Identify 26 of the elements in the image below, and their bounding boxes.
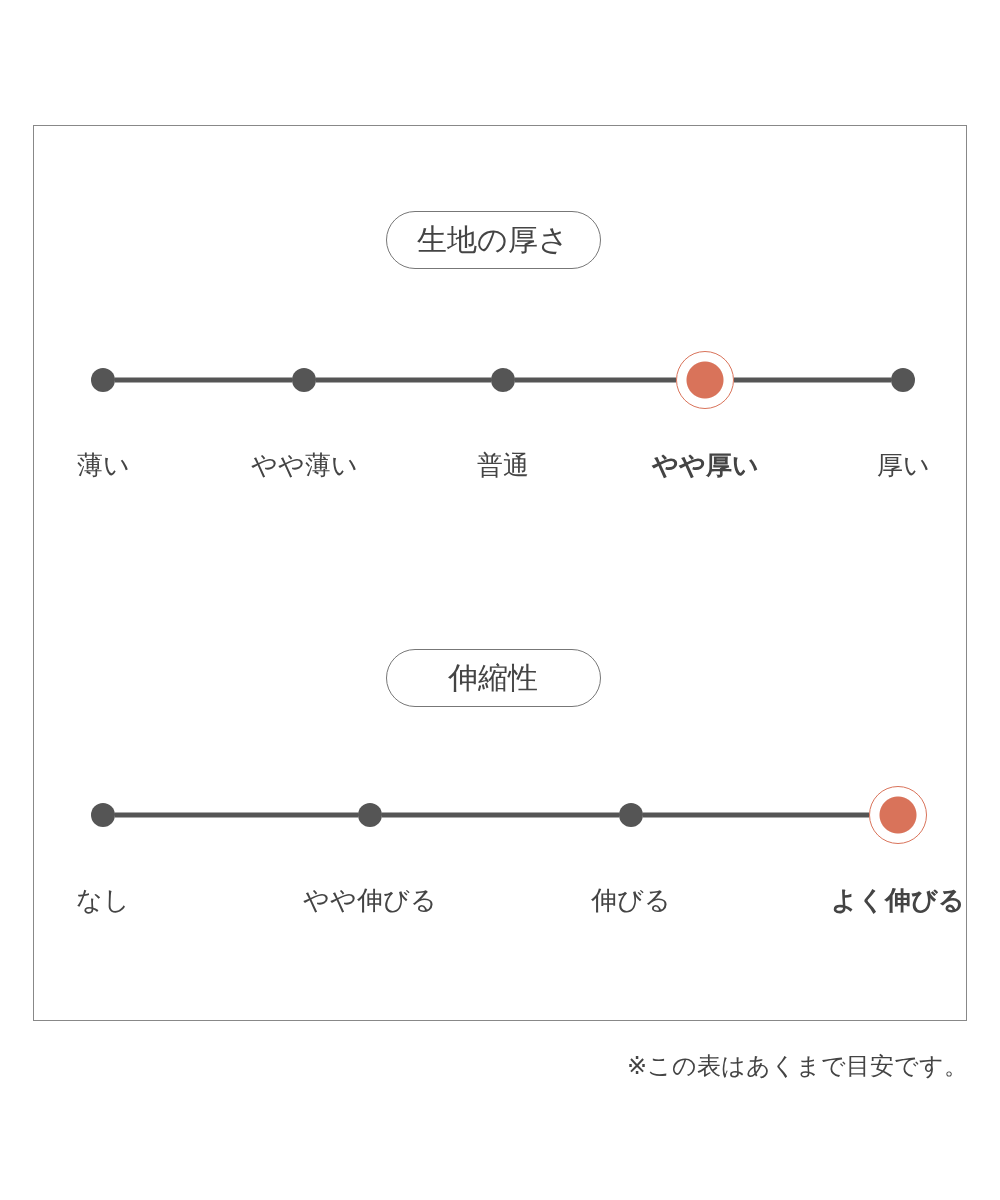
scale-line [115, 377, 292, 383]
scale-label: 薄い [76, 449, 130, 482]
scale-dot [292, 368, 316, 392]
scale-line [734, 377, 891, 383]
scale-label: やや薄い [250, 449, 358, 482]
scale-label: 伸びる [591, 884, 671, 917]
scale-dot [491, 368, 515, 392]
scale-label: やや厚い [651, 449, 759, 482]
scale-line [115, 812, 358, 818]
scale-dot [619, 803, 643, 827]
scale-label: よく伸びる [831, 884, 965, 917]
heading-pill: 伸縮性 [385, 649, 601, 707]
scale-dot [91, 368, 115, 392]
scale-dot [91, 803, 115, 827]
heading-pill: 生地の厚さ [385, 211, 601, 269]
scale-label: やや伸びる [303, 884, 437, 917]
scale-label: 普通 [477, 449, 529, 482]
footnote: ※この表はあくまで目安です。 [626, 1051, 968, 1082]
scale-label: 厚い [876, 449, 930, 482]
scale-label: なし [76, 884, 130, 917]
scale-dot [891, 368, 915, 392]
scale-line [382, 812, 619, 818]
scale-line [316, 377, 491, 383]
scale-line [515, 377, 676, 383]
scale-dot [358, 803, 382, 827]
scale-line [643, 812, 869, 818]
